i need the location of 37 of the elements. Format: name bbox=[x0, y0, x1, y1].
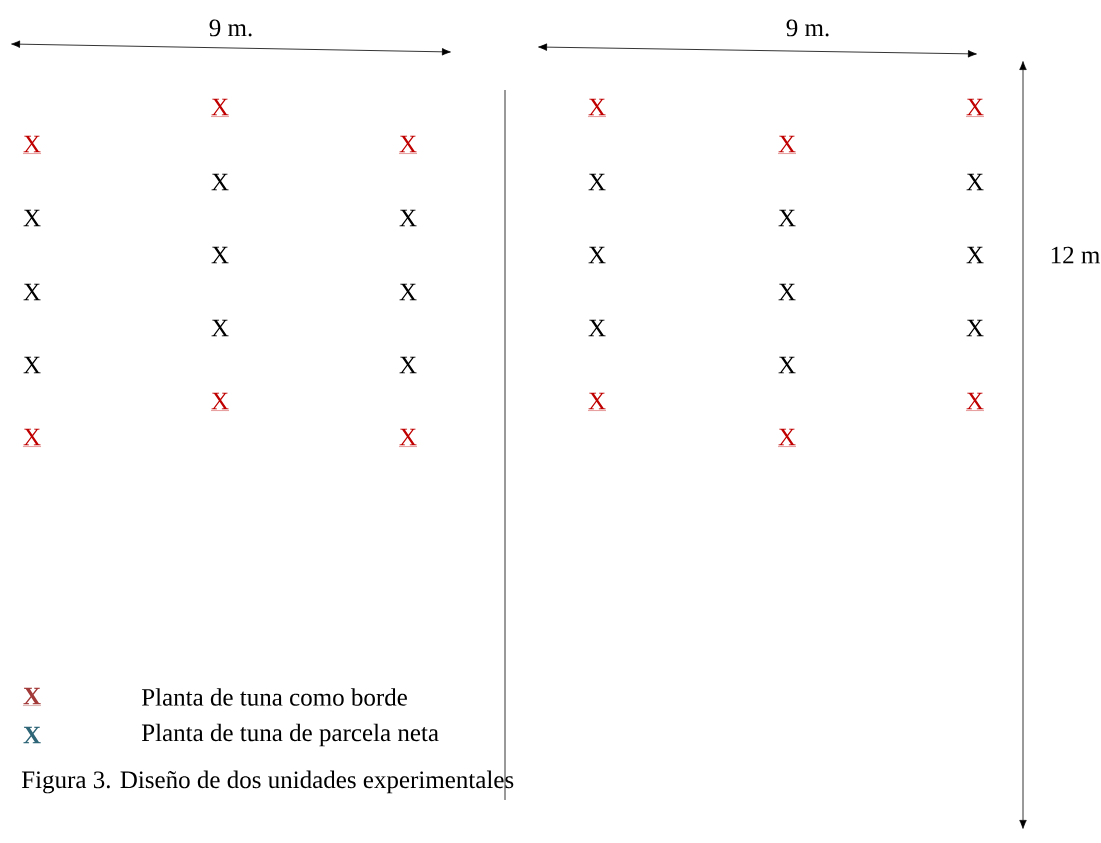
plant-mark: X bbox=[211, 173, 229, 191]
border-plant-mark: X bbox=[22, 135, 42, 154]
plant-mark: X bbox=[23, 283, 41, 301]
plant-mark: X bbox=[399, 209, 417, 227]
plant-mark: X bbox=[399, 356, 417, 374]
dimension-label: 9 m. bbox=[786, 19, 829, 37]
caption: Figura 3. Diseño de dos unidades experimentales bbox=[21, 770, 514, 794]
border-plant-mark: X bbox=[965, 392, 985, 411]
border-plant-mark: X bbox=[587, 98, 607, 117]
legend-label: Planta de tuna de parcela neta bbox=[141, 723, 439, 747]
dimension-label: 9 m. bbox=[209, 19, 252, 37]
plant-mark: X bbox=[966, 173, 984, 191]
border-plant-mark: X bbox=[22, 428, 42, 447]
border-plant-mark: X bbox=[587, 392, 607, 411]
legend-swatch: X bbox=[23, 726, 41, 744]
border-plant-mark: X bbox=[398, 135, 418, 154]
plant-mark: X bbox=[778, 283, 796, 301]
plant-mark: X bbox=[588, 319, 606, 337]
plant-mark: X bbox=[23, 209, 41, 227]
plant-mark: X bbox=[588, 246, 606, 264]
border-plant-mark: X bbox=[777, 428, 797, 447]
plant-mark: X bbox=[966, 319, 984, 337]
plant-mark: X bbox=[23, 356, 41, 374]
plant-mark: X bbox=[588, 173, 606, 191]
plant-mark: X bbox=[778, 209, 796, 227]
plant-mark: X bbox=[211, 319, 229, 337]
plant-mark: X bbox=[778, 356, 796, 374]
border-plant-mark: X bbox=[777, 135, 797, 154]
legend-label: Planta de tuna como borde bbox=[141, 688, 407, 706]
border-plant-mark: X bbox=[210, 98, 230, 117]
border-plant-mark: X bbox=[210, 392, 230, 411]
plant-mark: X bbox=[211, 246, 229, 264]
border-plant-mark: X bbox=[965, 98, 985, 117]
plant-mark: X bbox=[399, 283, 417, 301]
dimension-label: 12 m bbox=[1051, 246, 1100, 264]
plant-mark: X bbox=[966, 246, 984, 264]
border-plant-mark: X bbox=[398, 428, 418, 447]
